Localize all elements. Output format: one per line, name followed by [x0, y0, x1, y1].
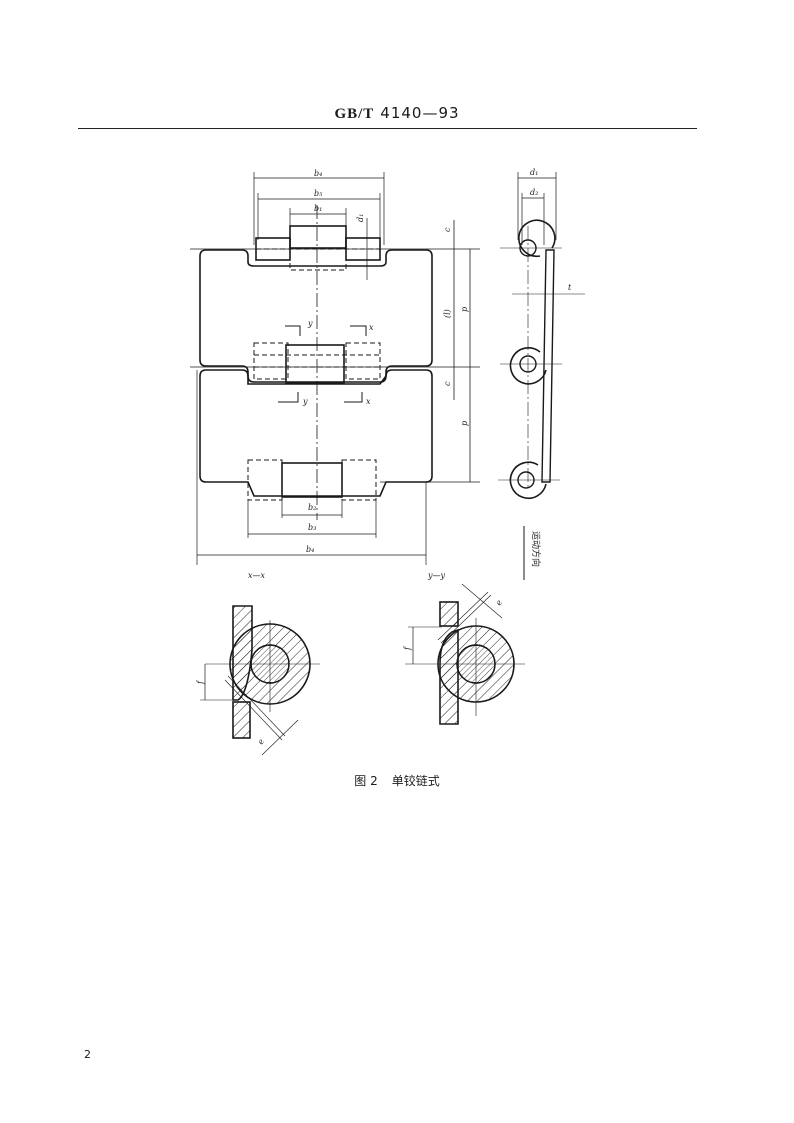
label-t: t — [568, 283, 572, 292]
detail-section-yy — [405, 583, 525, 725]
label-d1-side: d₁ — [356, 214, 365, 222]
label-b4-top: b₄ — [314, 169, 322, 178]
label-b1-top: b₁ — [314, 204, 322, 213]
label-f-left: f — [196, 679, 205, 685]
label-section-yy: y—y — [427, 571, 446, 580]
label-b3: b₃ — [308, 523, 316, 532]
label-b4-bottom: b₄ — [306, 545, 314, 554]
label-b2: b₂ — [308, 503, 316, 512]
figure-caption: 图 2 单铰链式 — [0, 772, 794, 789]
front-view — [190, 172, 480, 565]
side-view — [498, 172, 585, 580]
label-d1: d₁ — [530, 168, 538, 177]
front-view-labels: b₄ b₅ b₁ d₁ c (l) p c p y x y x b₂ b₃ b₄… — [248, 169, 469, 580]
label-c-mid: c — [443, 381, 452, 386]
detail-section-xx — [200, 605, 320, 756]
detail-right-labels: f e — [403, 598, 504, 651]
chain-figure: b₄ b₅ b₁ d₁ c (l) p c p y x y x b₂ b₃ b₄… — [190, 168, 585, 756]
label-c-top: c — [443, 227, 452, 232]
page-number: 2 — [84, 1048, 91, 1061]
label-y-lower: y — [302, 397, 308, 406]
label-f-right: f — [403, 645, 412, 651]
page-header: GB/T 4140—93 — [0, 104, 794, 123]
label-p-top: p — [460, 307, 469, 312]
label-b5-top: b₅ — [314, 189, 323, 198]
figure-number: 图 2 — [354, 774, 378, 788]
label-e-right: e — [494, 598, 504, 607]
label-x-upper: x — [369, 323, 374, 332]
label-l: (l) — [443, 309, 452, 318]
label-p-bottom: p — [460, 421, 469, 426]
standard-prefix: GB/T — [334, 106, 375, 122]
label-d2: d₂ — [530, 188, 538, 197]
side-view-labels: d₁ d₂ t 运动方向 — [530, 168, 572, 567]
label-x-lower: x — [366, 397, 371, 406]
detail-left-labels: f e — [196, 679, 266, 746]
label-e-left: e — [256, 737, 266, 746]
label-y-upper: y — [307, 319, 313, 328]
label-section-xx: x—x — [248, 571, 266, 580]
header-rule — [78, 128, 697, 129]
motion-direction-label: 运动方向 — [530, 531, 542, 567]
standard-number: 4140—93 — [380, 104, 460, 122]
figure-title: 单铰链式 — [391, 774, 440, 788]
